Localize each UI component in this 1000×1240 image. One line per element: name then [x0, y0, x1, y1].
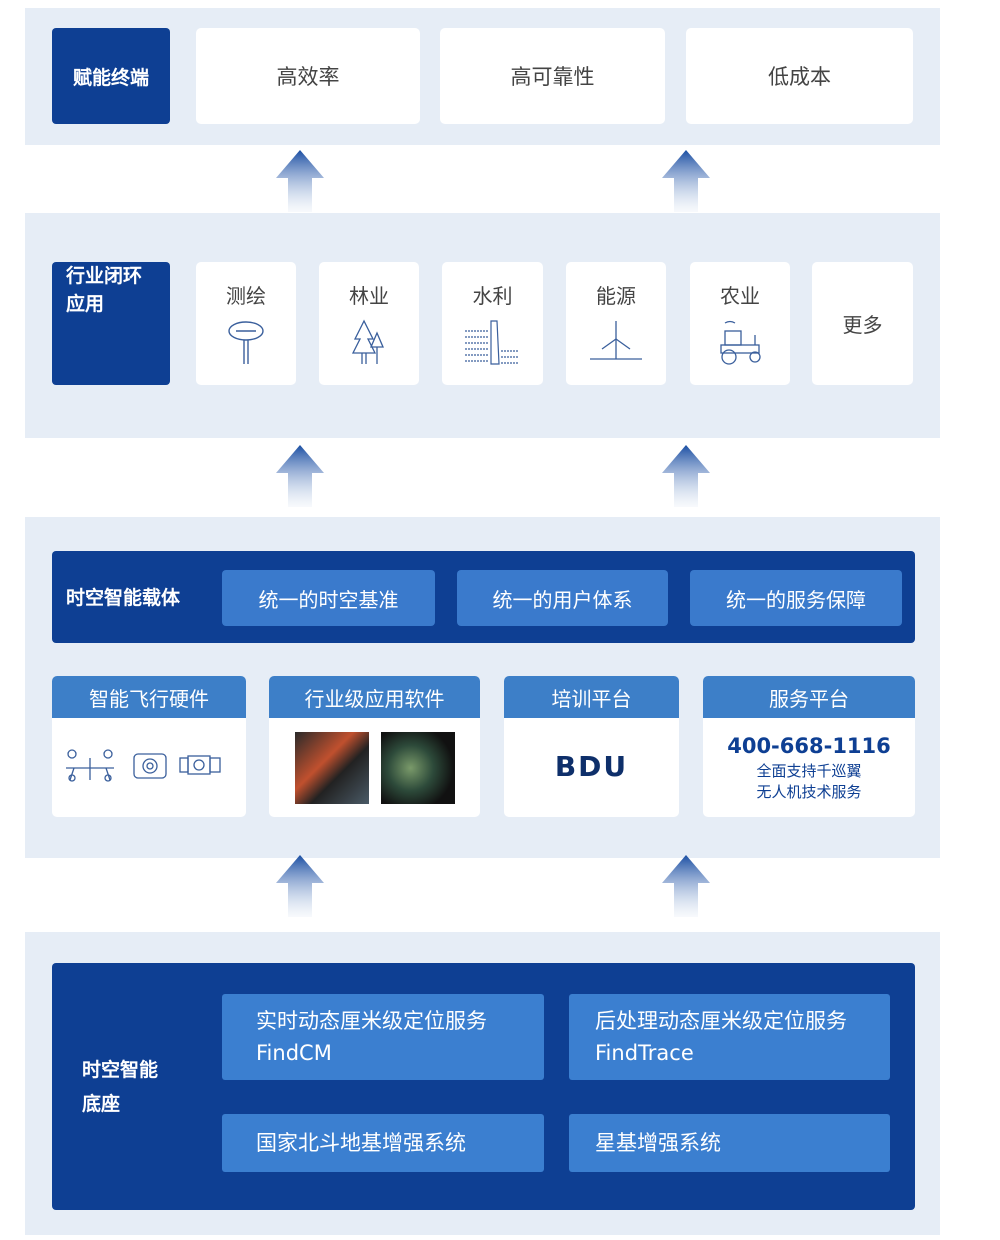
box-subtitle: FindTrace [595, 1041, 694, 1065]
layer-label: 行业闭环 应用 [52, 262, 170, 385]
box-title: 实时动态厘米级定位服务 [256, 1009, 487, 1033]
unified-pill: 统一的用户体系 [457, 570, 668, 626]
box-subtitle: FindCM [256, 1041, 332, 1065]
point-cloud-screenshot [381, 732, 455, 804]
up-arrow-icon [662, 150, 710, 212]
foundation-box: 时空智能 底座 实时动态厘米级定位服务 FindCM 后处理动态厘米级定位服务 … [52, 963, 915, 1210]
benefit-card: 低成本 [686, 28, 913, 124]
industry-label: 水利 [472, 284, 513, 308]
label-line: 底座 [82, 1093, 121, 1115]
tractor-icon [720, 320, 761, 365]
label-line: 应用 [66, 293, 105, 315]
layer-label: 时空智能 底座 [82, 1053, 158, 1121]
service-box-ground: 国家北斗地基增强系统 [222, 1114, 544, 1172]
service-box-satellite: 星基增强系统 [569, 1114, 890, 1172]
industry-card-energy[interactable]: 能源 [566, 262, 666, 385]
unified-pill: 统一的时空基准 [222, 570, 435, 626]
layer-industry: 行业闭环 应用 测绘 林业 水利 能源 农业 更多 [25, 213, 940, 438]
software-card[interactable]: 行业级应用软件 [269, 676, 480, 817]
up-arrow-icon [276, 150, 324, 212]
card-header: 行业级应用软件 [269, 676, 480, 718]
drone-icon [66, 749, 114, 782]
payload-icon [179, 755, 221, 775]
service-desc: 全面支持千巡翼 [756, 762, 862, 780]
wind-turbine-icon [590, 321, 642, 360]
gnss-receiver-icon [228, 321, 264, 364]
benefit-card: 高可靠性 [440, 28, 665, 124]
box-title: 后处理动态厘米级定位服务 [595, 1009, 847, 1033]
camera-icon [133, 753, 167, 779]
hardware-icons [66, 749, 221, 782]
industry-label: 测绘 [226, 284, 266, 308]
card-header: 智能飞行硬件 [52, 676, 246, 718]
card-header: 服务平台 [703, 676, 915, 718]
label-line: 行业闭环 [66, 265, 143, 287]
industry-card-more[interactable]: 更多 [812, 262, 913, 385]
hardware-card[interactable]: 智能飞行硬件 [52, 676, 246, 817]
industry-label: 林业 [349, 284, 389, 308]
layer-carrier: 时空智能载体 统一的时空基准 统一的用户体系 统一的服务保障 智能飞行硬件 行业… [25, 517, 940, 858]
label-line: 时空智能 [82, 1059, 159, 1081]
box-title: 星基增强系统 [595, 1131, 721, 1155]
service-card[interactable]: 服务平台 400-668-1116 全面支持千巡翼 无人机技术服务 [703, 676, 915, 817]
benefit-card: 高效率 [196, 28, 420, 124]
layer-label: 时空智能载体 [66, 587, 181, 609]
trees-icon [351, 319, 384, 364]
industry-card-forestry[interactable]: 林业 [319, 262, 419, 385]
up-arrow-icon [662, 855, 710, 917]
box-title: 国家北斗地基增强系统 [256, 1131, 466, 1155]
card-header: 培训平台 [504, 676, 679, 718]
industry-label: 能源 [596, 284, 636, 308]
dam-icon [464, 320, 519, 365]
industry-card-agriculture[interactable]: 农业 [690, 262, 790, 385]
training-card[interactable]: 培训平台 BDU [504, 676, 679, 817]
carrier-bar: 时空智能载体 统一的时空基准 统一的用户体系 统一的服务保障 [52, 551, 915, 643]
industry-card-water[interactable]: 水利 [442, 262, 543, 385]
bdu-logo: BDU [554, 749, 629, 783]
up-arrow-icon [276, 445, 324, 507]
industry-card-surveying[interactable]: 测绘 [196, 262, 296, 385]
unified-pill: 统一的服务保障 [690, 570, 902, 626]
up-arrow-icon [662, 445, 710, 507]
service-box-findcm: 实时动态厘米级定位服务 FindCM [222, 994, 544, 1080]
software-screenshot [295, 732, 369, 804]
service-desc: 无人机技术服务 [756, 783, 862, 801]
service-box-findtrace: 后处理动态厘米级定位服务 FindTrace [569, 994, 890, 1080]
layer-terminal: 赋能终端 高效率 高可靠性 低成本 [25, 8, 940, 145]
layer-label: 赋能终端 [52, 28, 170, 124]
phone-number[interactable]: 400-668-1116 [727, 734, 891, 758]
layer-foundation: 时空智能 底座 实时动态厘米级定位服务 FindCM 后处理动态厘米级定位服务 … [25, 932, 940, 1235]
industry-label: 农业 [720, 284, 760, 308]
up-arrow-icon [276, 855, 324, 917]
